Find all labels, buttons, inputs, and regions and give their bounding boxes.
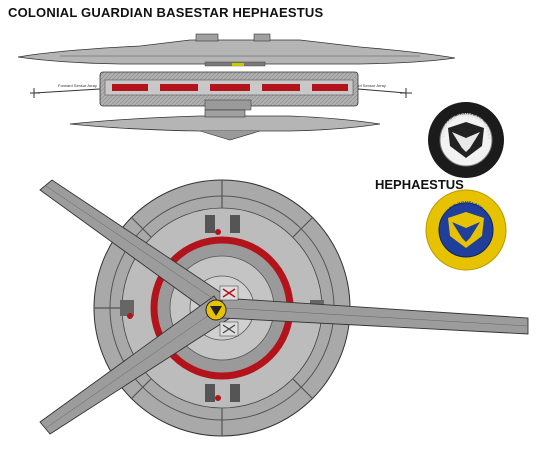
side-view-upper-hull: [17, 33, 456, 67]
ship-name-label: HEPHAESTUS: [375, 177, 464, 192]
side-view-label-right: Forward Sensor Array: [347, 83, 386, 88]
top-view-arms: [39, 179, 529, 435]
side-view-label-left: Forward Sensor Array: [58, 83, 97, 88]
page-title: COLONIAL GUARDIAN BASESTAR HEPHAESTUS: [8, 5, 324, 20]
side-view-lower-hull: [69, 109, 381, 141]
side-view-middle-hull: [30, 71, 412, 111]
top-view-hub: [205, 285, 239, 337]
